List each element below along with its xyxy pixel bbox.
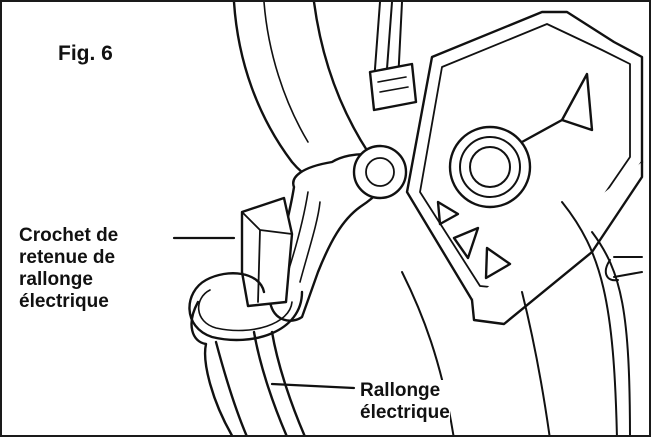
triangle-marker-icon bbox=[560, 72, 594, 132]
hook-callout-line: rallonge bbox=[19, 269, 93, 290]
hook-callout-line: électrique bbox=[19, 291, 109, 312]
hook-callout-label: Crochet de retenue de rallonge électriqu… bbox=[19, 225, 119, 313]
triangle-marker-icon bbox=[484, 246, 512, 280]
cord-leader-line bbox=[270, 382, 356, 390]
round-button bbox=[448, 125, 532, 209]
figure-title: Fig. 6 bbox=[58, 42, 113, 65]
cord-retaining-hook bbox=[240, 144, 408, 322]
hook-callout-line: retenue de bbox=[19, 247, 116, 268]
cord-callout-label: Rallonge électrique bbox=[360, 380, 450, 424]
triangle-marker-icon bbox=[436, 200, 460, 226]
lower-frame bbox=[401, 201, 643, 435]
cord-callout-line: Rallonge bbox=[360, 380, 441, 401]
cord-callout-line: électrique bbox=[360, 402, 450, 423]
extension-cord bbox=[188, 272, 306, 435]
hook-callout-line: Crochet de bbox=[19, 225, 119, 246]
rail bbox=[368, 2, 418, 112]
control-box bbox=[405, 10, 644, 326]
triangle-marker-icon bbox=[452, 226, 480, 260]
